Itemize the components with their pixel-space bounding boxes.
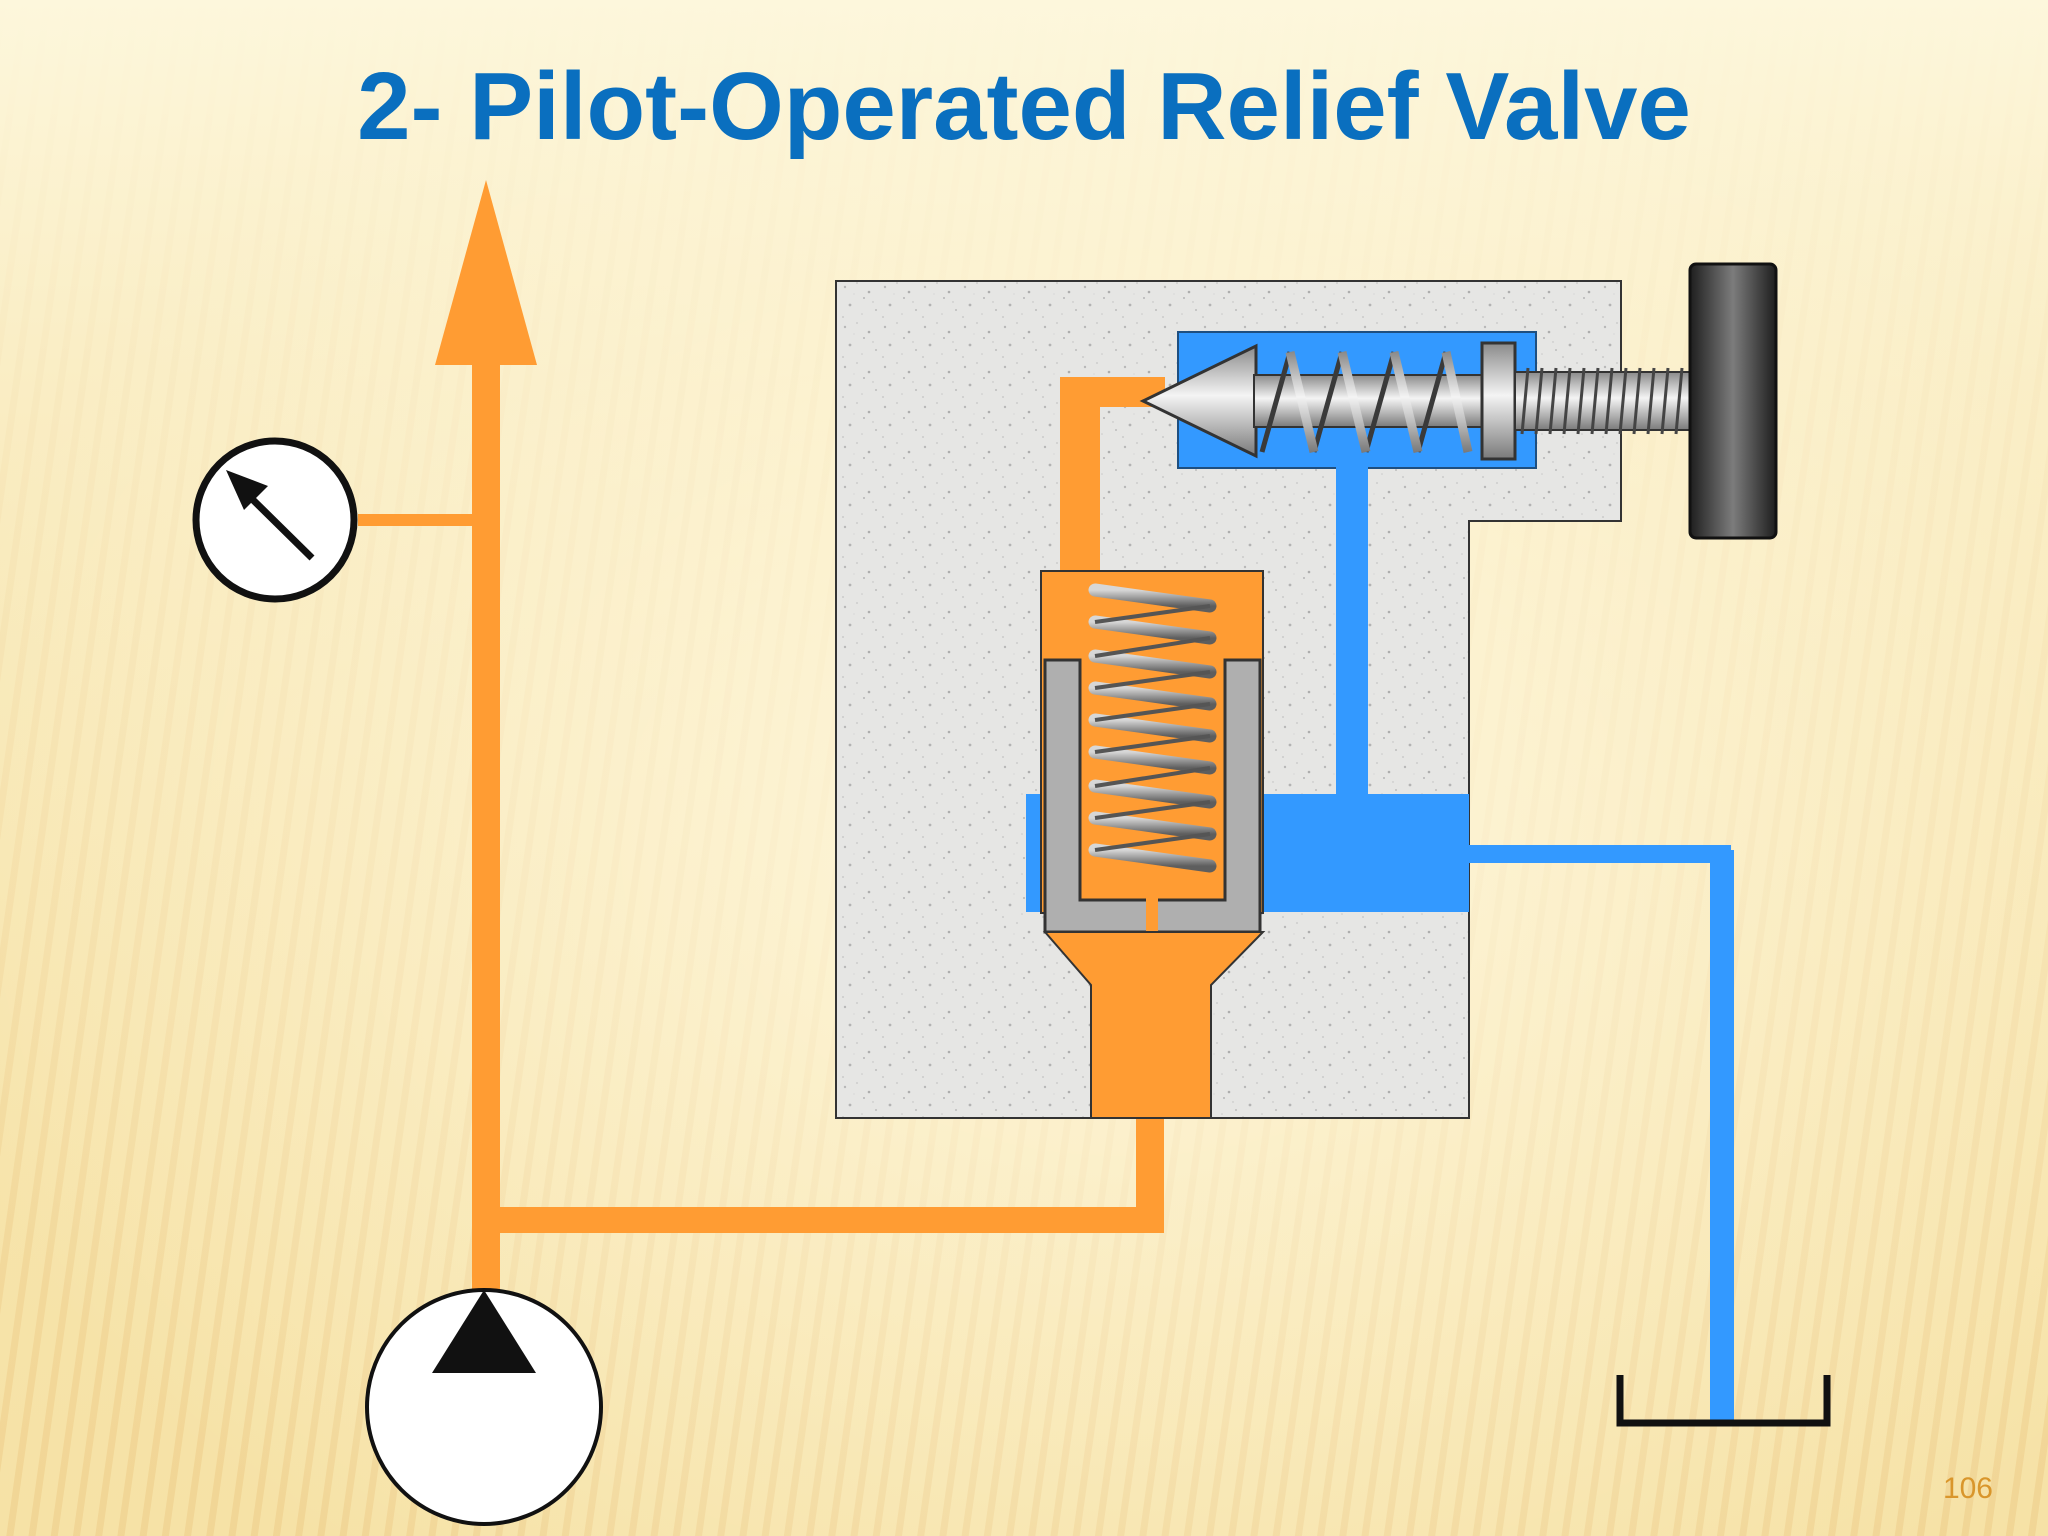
pilot-spring-icon <box>1259 351 1449 453</box>
pressure-gauge-icon <box>192 437 358 603</box>
gauge-branch-line <box>358 514 474 526</box>
adjusting-knob-icon[interactable] <box>1688 262 1778 540</box>
main-supply-line <box>472 360 500 1295</box>
pressure-line <box>358 180 1164 1295</box>
tank-icon <box>1616 1375 1831 1427</box>
valve-inlet-line-vertical <box>1136 1110 1164 1233</box>
pump-icon[interactable] <box>365 1288 603 1526</box>
main-spool <box>1040 570 1266 1119</box>
valve-inlet-line-horizontal <box>486 1207 1152 1233</box>
adjusting-screw <box>1514 371 1692 431</box>
pilot-line-block <box>1060 380 1100 580</box>
pilot-stem <box>1253 374 1485 428</box>
spool-orifice <box>1146 896 1158 936</box>
tank-return-line-vertical <box>1710 850 1734 1422</box>
page-number: 106 <box>1942 1472 1993 1505</box>
spool-poppet <box>1042 931 1266 1119</box>
pilot-drain-passage <box>1336 466 1368 796</box>
pilot-poppet <box>1139 262 1778 540</box>
tank-return-line-horizontal <box>1469 845 1731 863</box>
spring-retainer <box>1480 341 1517 461</box>
flow-arrow-head <box>435 180 537 365</box>
main-spring-icon <box>1088 583 1217 873</box>
slide-title: 2- Pilot-Operated Relief Valve <box>357 53 1691 160</box>
